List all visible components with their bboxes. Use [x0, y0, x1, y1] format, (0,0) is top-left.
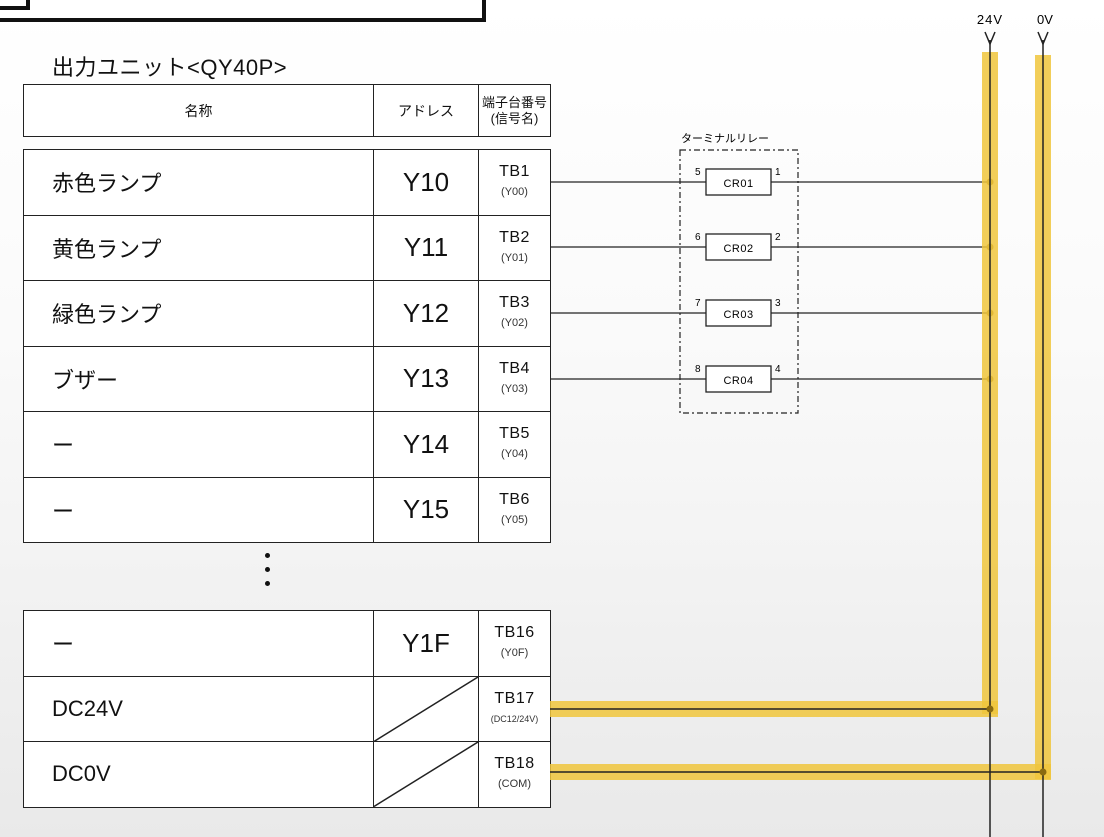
row-address: Y14 [373, 411, 479, 478]
header-terminal-line2: (信号名) [490, 110, 539, 126]
slash-cell [374, 677, 478, 742]
relay-right-terminal: 3 [775, 298, 781, 309]
header-address: アドレス [373, 84, 479, 137]
24v-label: 24V [977, 12, 1003, 27]
relay-label: CR04 [723, 375, 753, 387]
relay-block-frame [679, 149, 799, 414]
terminal-number: TB2 [499, 228, 530, 246]
relay-label: CR02 [723, 243, 753, 255]
terminal-signal: (Y00) [501, 186, 528, 199]
table-row: DC0V TB18 (COM) [23, 741, 551, 808]
relay-coil [705, 365, 772, 393]
row-terminal: TB18 (COM) [478, 741, 551, 808]
terminal-signal: (Y05) [501, 513, 528, 526]
terminal-signal: (Y0F) [500, 647, 529, 660]
unit-title: 出力ユニット<QY40P> [52, 55, 288, 80]
relay-right-terminal: 2 [775, 232, 781, 243]
row-address: Y12 [373, 280, 479, 347]
row-terminal: TB6 (Y05) [478, 476, 551, 543]
table-row: DC24V TB17 (DC12/24V) [23, 675, 551, 742]
terminal-signal: (COM) [498, 778, 531, 791]
row-name: DC0V [23, 741, 374, 808]
header-name: 名称 [23, 84, 374, 137]
row-address: Y1F [373, 610, 479, 677]
terminal-number: TB1 [499, 163, 530, 181]
row-address: Y10 [373, 149, 479, 216]
relay-coil [705, 233, 772, 261]
row-address: Y11 [373, 214, 479, 281]
terminal-signal: (DC12/24V) [490, 713, 539, 724]
relay-left-terminal: 8 [695, 364, 701, 375]
row-name: ー [23, 476, 374, 543]
header-terminal: 端子台番号 (信号名) [478, 84, 551, 137]
row-name: ー [23, 411, 374, 478]
row-name: 赤色ランプ [23, 149, 374, 216]
top-frame [0, 0, 486, 22]
row-address-empty [373, 741, 479, 808]
terminal-signal: (Y03) [501, 382, 528, 395]
row-terminal: TB3 (Y02) [478, 280, 551, 347]
0v-label: 0V [1037, 12, 1053, 27]
row-terminal: TB17 (DC12/24V) [478, 675, 551, 742]
0v-arrow [1037, 31, 1049, 46]
terminal-signal: (Y04) [501, 448, 528, 461]
header-table: 名称 アドレス 端子台番号 (信号名) [23, 84, 551, 137]
relay-label: CR01 [723, 178, 753, 190]
continuation-dots [265, 553, 271, 595]
relay-left-terminal: 7 [695, 298, 701, 309]
row-name: 黄色ランプ [23, 214, 374, 281]
relay-coil [705, 168, 772, 196]
terminal-number: TB4 [499, 359, 530, 377]
relay-right-terminal: 1 [775, 167, 781, 178]
terminal-number: TB6 [499, 490, 530, 508]
24v-arrow [984, 31, 996, 46]
terminal-signal: (Y02) [501, 317, 528, 330]
terminal-signal: (Y01) [501, 251, 528, 264]
row-address: Y15 [373, 476, 479, 543]
relay-label: CR03 [723, 309, 753, 321]
header-terminal-line1: 端子台番号 [481, 94, 547, 110]
terminal-number: TB16 [494, 624, 535, 642]
relay-right-terminal: 4 [775, 364, 781, 375]
row-terminal: TB4 (Y03) [478, 345, 551, 412]
row-address-empty [373, 675, 479, 742]
junction-dot [1039, 768, 1047, 776]
row-name: DC24V [23, 675, 374, 742]
junction-dot [986, 705, 994, 713]
terminal-number: TB3 [499, 294, 530, 312]
row-terminal: TB1 (Y00) [478, 149, 551, 216]
row-terminal: TB2 (Y01) [478, 214, 551, 281]
row-terminal: TB5 (Y04) [478, 411, 551, 478]
row-name: 緑色ランプ [23, 280, 374, 347]
relay-block-title: ターミナルリレー [681, 132, 769, 145]
slash-cell [374, 742, 478, 807]
terminal-number: TB5 [499, 425, 530, 443]
terminal-number: TB18 [494, 755, 535, 773]
row-address: Y13 [373, 345, 479, 412]
terminal-number: TB17 [494, 689, 535, 707]
relay-left-terminal: 5 [695, 167, 701, 178]
top-frame-corner [0, 0, 30, 10]
relay-coil [705, 299, 772, 327]
relay-left-terminal: 6 [695, 232, 701, 243]
row-terminal: TB16 (Y0F) [478, 610, 551, 677]
terminal-relay-block: ターミナルリレー [679, 132, 799, 414]
